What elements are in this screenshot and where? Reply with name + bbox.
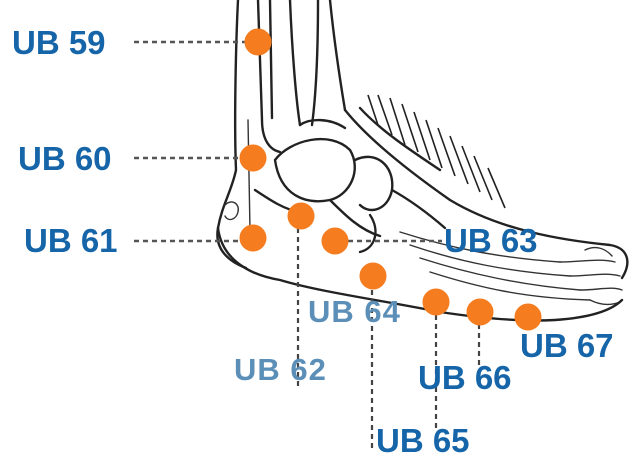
point-ub-63 — [322, 228, 348, 254]
acupoint-labels: UB 59 UB 60 UB 61 UB 62 UB 63 UB 64 UB 6… — [12, 24, 614, 459]
foot-line-drawing — [217, 0, 627, 321]
point-ub-62 — [288, 203, 314, 229]
label-ub-59: UB 59 — [12, 24, 106, 61]
point-ub-59 — [245, 29, 271, 55]
label-ub-67: UB 67 — [520, 327, 614, 364]
label-ub-65: UB 65 — [376, 422, 470, 459]
label-ub-66: UB 66 — [418, 359, 512, 396]
label-ub-62: UB 62 — [234, 352, 327, 387]
label-ub-64: UB 64 — [308, 294, 401, 329]
label-ub-60: UB 60 — [18, 140, 112, 177]
point-ub-61 — [240, 225, 266, 251]
acupoint-markers — [240, 29, 541, 330]
point-ub-65 — [423, 289, 449, 315]
point-ub-60 — [240, 145, 266, 171]
point-ub-66 — [467, 299, 493, 325]
point-ub-64 — [360, 263, 386, 289]
label-ub-61: UB 61 — [24, 222, 118, 259]
label-ub-63: UB 63 — [444, 222, 538, 259]
